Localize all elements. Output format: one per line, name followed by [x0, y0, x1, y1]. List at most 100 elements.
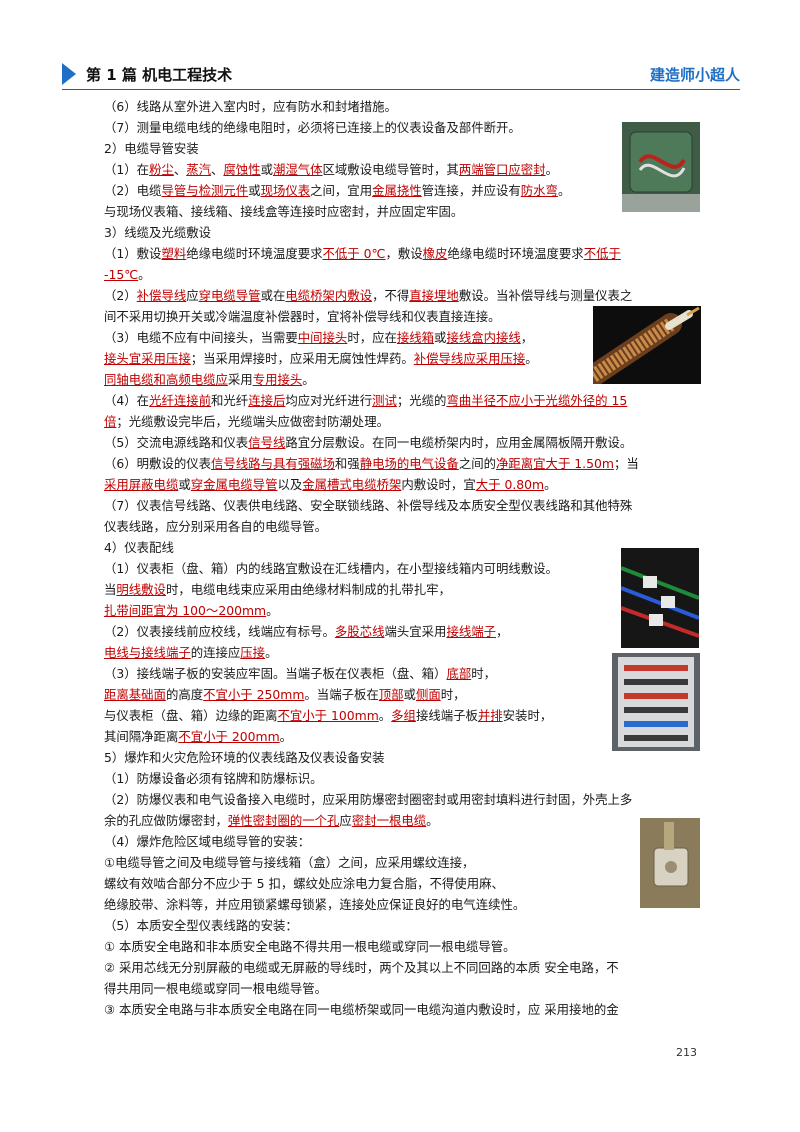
text-segment: 。	[266, 603, 279, 618]
text-line: 3）线缆及光缆敷设	[104, 222, 700, 243]
highlighted-text: 不低于 0℃	[322, 246, 386, 261]
text-segment: 当	[104, 582, 117, 597]
highlighted-text: 光纤连接前	[149, 393, 212, 408]
text-segment: 应	[339, 813, 352, 828]
text-segment: 余的孔应做防爆密封，	[104, 813, 228, 828]
text-line: （4）爆炸危险区域电缆导管的安装：	[104, 831, 700, 852]
highlighted-text: 电线与接线端子	[104, 645, 191, 660]
text-segment: 仪表线路，应分别采用各自的电缆导管。	[104, 519, 328, 534]
text-segment: 绝缘胶带、涂料等，并应用锁紧螺母锁紧，连接处应保证良好的电气连续性。	[104, 897, 526, 912]
text-segment: 或	[434, 330, 447, 345]
highlighted-text: 防水弯	[520, 183, 558, 198]
text-segment: 或	[403, 687, 416, 702]
text-segment: 接线端子板	[415, 708, 478, 723]
text-segment: 。	[138, 267, 151, 282]
page-header: 第 1 篇 机电工程技术 建造师小超人	[62, 62, 740, 90]
highlighted-text: 信号线	[248, 435, 286, 450]
text-segment: 的连接应	[190, 645, 241, 660]
coaxial-cable-photo	[593, 306, 701, 384]
header-divider	[62, 89, 740, 90]
highlighted-text: 扎带间距宜为 100～200mm	[104, 603, 267, 618]
text-segment: ①电缆导管之间及电缆导管与接线箱（盒）之间，应采用螺纹连接，	[104, 855, 475, 870]
text-segment: 3）线缆及光缆敷设	[104, 225, 212, 240]
text-segment: 与仪表柜（盘、箱）边缘的距离	[104, 708, 278, 723]
text-segment: 。	[265, 645, 278, 660]
highlighted-text: 弯曲半径不应小于光缆外径的 15	[446, 393, 628, 408]
highlighted-text: 并排	[477, 708, 503, 723]
text-line: （2）补偿导线应穿电缆导管或在电缆桥架内敷设，不得直接埋地敷设。当补偿导线与测量…	[104, 285, 700, 306]
text-line: ③ 本质安全电路与非本质安全电路在同一电缆桥架或同一电缆沟道内敷设时，应 采用接…	[104, 999, 700, 1020]
text-segment: 绝缘电缆时环境温度要求	[186, 246, 323, 261]
text-segment: （2）仪表接线前应校线，线端应有标号。	[104, 624, 335, 639]
highlighted-text: 净距离宜大于 1.50m	[496, 456, 614, 471]
text-segment: 、	[211, 162, 224, 177]
text-line: 得共用同一根电缆或穿同一根电缆导管。	[104, 978, 700, 999]
text-segment: ；光缆敷设完毕后，光缆端头应做密封防潮处理。	[116, 414, 389, 429]
highlighted-text: 压接	[240, 645, 266, 660]
highlighted-text: 粉尘	[149, 162, 174, 177]
text-line: 距离基础面的高度不宜小于 250mm。当端子板在顶部或侧面时，	[104, 684, 700, 705]
highlighted-text: 导管与检测元件	[161, 183, 249, 198]
text-line: 电线与接线端子的连接应压接。	[104, 642, 700, 663]
text-line: （1）在粉尘、蒸汽、腐蚀性或潮湿气体区域敷设电缆导管时，其两端管口应密封。	[104, 159, 700, 180]
text-line: 当明线敷设时，电缆电线束应采用由绝缘材料制成的扎带扎牢，	[104, 579, 700, 600]
text-segment: 端头宜采用	[384, 624, 447, 639]
highlighted-text: 测试	[372, 393, 397, 408]
highlighted-text: 蒸汽	[186, 162, 212, 177]
text-segment: 。	[557, 183, 571, 198]
text-segment: （4）在	[104, 393, 150, 408]
highlighted-text: 金属挠性	[372, 183, 422, 198]
text-segment: 之间，宜用	[310, 183, 373, 198]
highlighted-text: 多组	[391, 708, 416, 723]
highlighted-text: 穿电缆导管	[198, 288, 261, 303]
text-line: （1）防爆设备必须有铭牌和防爆标识。	[104, 768, 700, 789]
text-segment: 其间隔净距离	[104, 729, 179, 744]
text-line: 接头宜采用压接；当采用焊接时，应采用无腐蚀性焊药。补偿导线应采用压接。	[104, 348, 700, 369]
text-segment: ，	[496, 624, 509, 639]
highlighted-text: 大于 0.80m	[475, 477, 545, 492]
instrument-cabinet-photo	[612, 653, 700, 751]
text-line: 倍；光缆敷设完毕后，光缆端头应做密封防潮处理。	[104, 411, 700, 432]
text-line: （2）电缆导管与检测元件或现场仪表之间，宜用金属挠性管连接，并应设有防水弯。	[104, 180, 700, 201]
text-line: 与现场仪表箱、接线箱、接线盒等连接时应密封，并应固定牢固。	[104, 201, 700, 222]
cable-conduit-photo	[622, 122, 700, 212]
text-segment: ，敷设	[385, 246, 423, 261]
page-number: 213	[676, 1046, 697, 1059]
highlighted-text: 弹性密封圈的一个孔	[227, 813, 340, 828]
highlighted-text: 接头宜采用压接	[104, 351, 191, 366]
text-segment: （1）在	[104, 162, 150, 177]
text-segment: 4）仪表配线	[104, 540, 174, 555]
highlighted-text: 电缆桥架内敷设	[285, 288, 373, 303]
highlighted-text: 不低于	[583, 246, 621, 261]
text-line: ①电缆导管之间及电缆导管与接线箱（盒）之间，应采用螺纹连接，	[104, 852, 700, 873]
body-text: （6）线路从室外进入室内时，应有防水和封堵措施。（7）测量电缆电线的绝缘电阻时，…	[104, 96, 700, 1020]
text-segment: （3）电缆不应有中间接头，当需要	[104, 330, 298, 345]
text-segment: 、	[173, 162, 187, 177]
highlighted-text: 距离基础面	[104, 687, 166, 702]
highlighted-text: 明线敷设	[116, 582, 166, 597]
text-line: 5）爆炸和火灾危险环境的仪表线路及仪表设备安装	[104, 747, 700, 768]
text-segment: 。	[378, 708, 392, 723]
text-line: （6）线路从室外进入室内时，应有防水和封堵措施。	[104, 96, 700, 117]
text-segment: 区域敷设电缆导管时，其	[322, 162, 459, 177]
text-segment: （2）电缆	[104, 183, 162, 198]
text-line: （6）明敷设的仪表信号线路与具有强磁场和强静电场的电气设备之间的净距离宜大于 1…	[104, 453, 700, 474]
text-segment: 路宜分层敷设。在同一电缆桥架内时，应用金属隔板隔开敷设。	[285, 435, 633, 450]
chapter-marker-icon	[62, 63, 76, 85]
highlighted-text: 穿金属电缆导管	[190, 477, 278, 492]
text-line: （2）仪表接线前应校线，线端应有标号。多股芯线端头宜采用接线端子，	[104, 621, 700, 642]
text-segment: ② 采用芯线无分别屏蔽的电缆或无屏蔽的导线时，两个及其以上不同回路的本质 安全电…	[104, 960, 619, 975]
highlighted-text: 不宜小于 100mm	[277, 708, 379, 723]
highlighted-text: 底部	[446, 666, 472, 681]
highlighted-text: 信号线路	[211, 456, 261, 471]
text-line: ① 本质安全电路和非本质安全电路不得共用一根电缆或穿同一根电缆导管。	[104, 936, 700, 957]
highlighted-text: 不宜小于 200mm	[178, 729, 280, 744]
text-segment: ，不得	[372, 288, 410, 303]
terminal-block-wires-photo	[621, 548, 699, 648]
chapter-title: 第 1 篇 机电工程技术	[86, 66, 233, 84]
text-segment: 或	[260, 162, 273, 177]
highlighted-text: 腐蚀性	[223, 162, 261, 177]
highlighted-text: 潮湿气体	[272, 162, 323, 177]
text-segment: （6）明敷设的仪表	[104, 456, 212, 471]
text-line: 间不采用切换开关或冷端温度补偿器时，宜将补偿导线和仪表直接连接。	[104, 306, 700, 327]
